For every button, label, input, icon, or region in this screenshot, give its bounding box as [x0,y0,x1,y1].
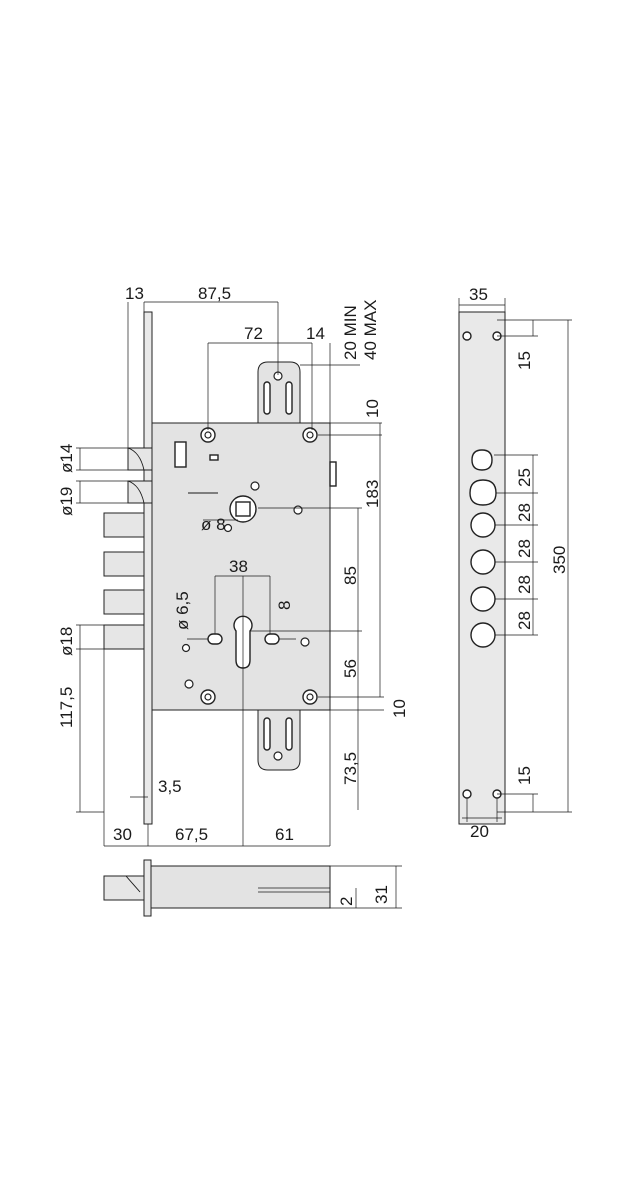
front-dimension-lines [76,301,384,847]
side-dim-28-4: 28 [515,611,534,630]
dim-85: 85 [341,566,360,585]
side-dim-35: 35 [469,285,488,304]
deadbolt-3 [103,589,145,615]
dim-o19: ø19 [57,487,76,516]
dim-o18: ø18 [57,627,76,656]
dim-o14: ø14 [57,444,76,473]
dim-30: 30 [113,825,132,844]
dim-67-5: 67,5 [175,825,208,844]
faceplate-side-view [458,311,506,825]
deadbolt-1 [103,512,145,538]
side-dim-28-3: 28 [515,575,534,594]
dim-72: 72 [244,324,263,343]
dim-20-min: 20 MIN [341,305,360,360]
dim-13: 13 [125,284,144,303]
dim-8: 8 [275,601,294,610]
side-dimension-lines [458,298,572,822]
dim-38: 38 [229,557,248,576]
deadbolt-4 [103,624,145,650]
side-dim-28-1: 28 [515,503,534,522]
dim-14: 14 [306,324,325,343]
dim-56: 56 [341,659,360,678]
lock-front-view [103,311,337,846]
dim-o6-5: ø 6,5 [173,591,192,630]
side-dim-25: 25 [515,468,534,487]
dim-10-top: 10 [363,399,382,418]
dim-87-5: 87,5 [198,284,231,303]
dim-2: 2 [337,897,356,906]
side-dim-28-2: 28 [515,539,534,558]
dim-3-5: 3,5 [158,777,182,796]
dim-183: 183 [363,480,382,508]
dim-40-max: 40 MAX [361,300,380,360]
dim-117-5: 117,5 [57,687,76,728]
dim-o8: ø 8 [201,515,226,534]
deadbolt-2 [103,551,145,577]
side-dim-350: 350 [550,546,569,574]
side-dim-15-top: 15 [515,351,534,370]
dim-31: 31 [372,885,391,904]
side-dim-15-bottom: 15 [515,766,534,785]
dim-73-5: 73,5 [341,752,360,785]
dim-61: 61 [275,825,294,844]
faceplate [143,311,153,825]
lock-top-view [103,859,402,917]
side-dim-20: 20 [470,822,489,841]
dim-10-bottom: 10 [390,699,409,718]
